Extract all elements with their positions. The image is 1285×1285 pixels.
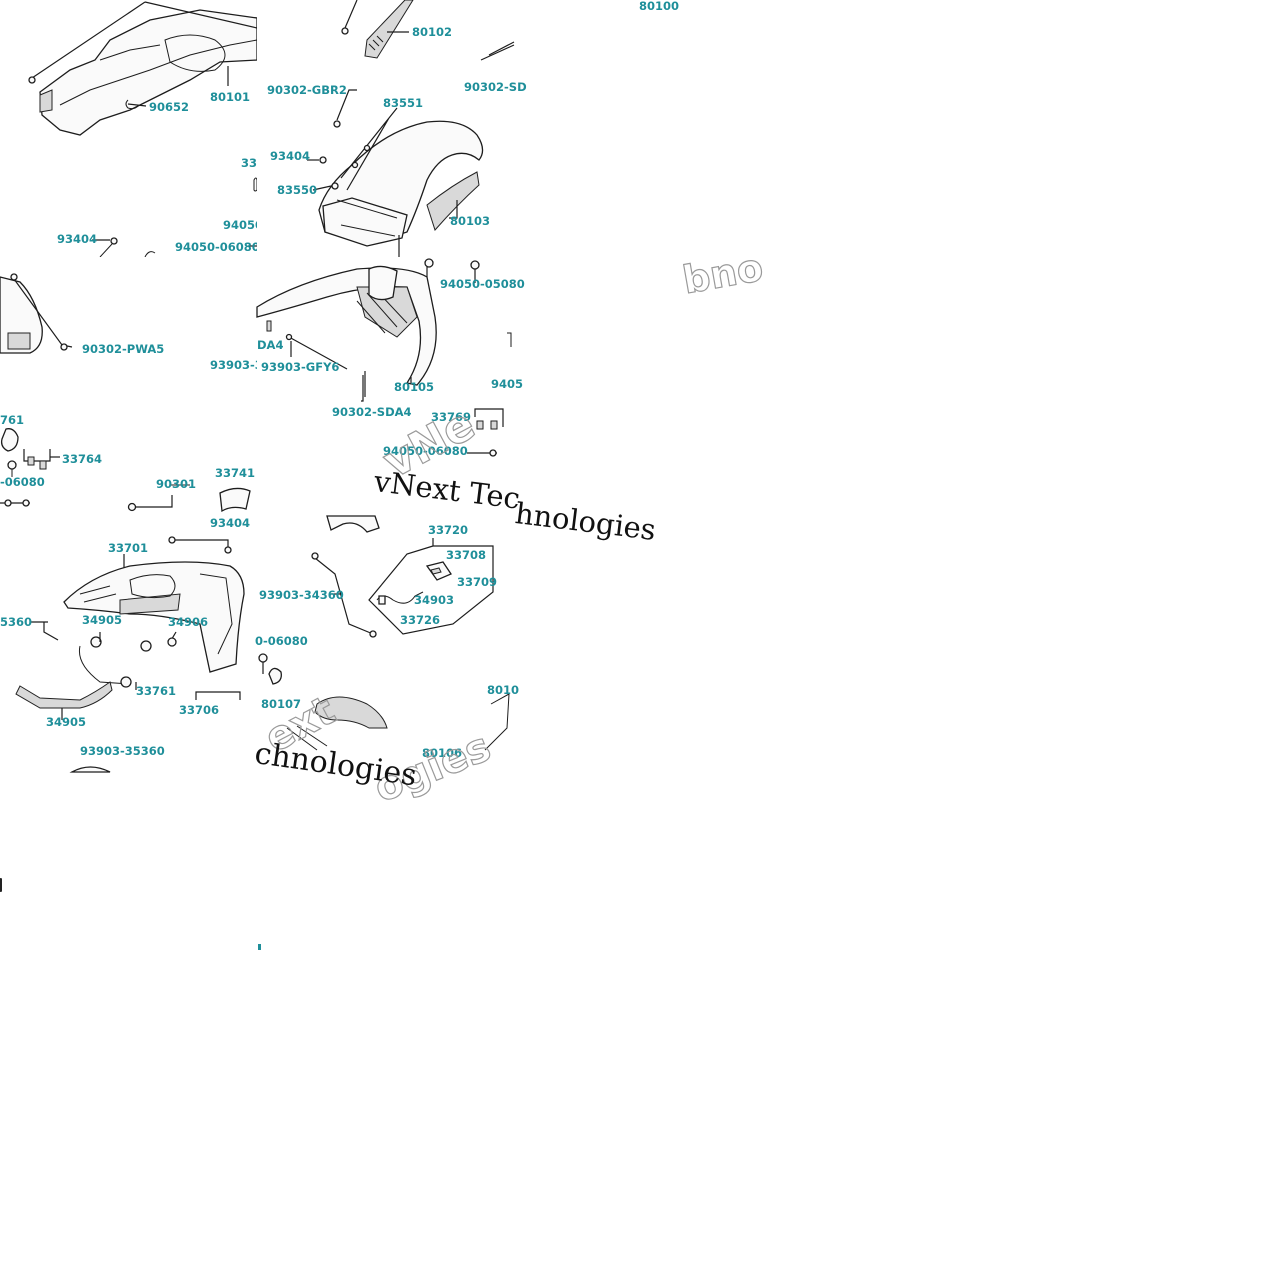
callout-label: 33701 [108,541,149,555]
callout-label: 83551 [383,96,424,110]
callout-label: 761 [0,413,25,427]
tile-top-middle: 80102 90302-GBR2 90302-SD 83551 93404 83… [257,0,527,257]
rear-body-cover-drawing [28,1,258,258]
callout-label: 5360 [0,615,33,629]
callout-label: 90302-SDA4 [332,405,412,419]
callout-label: 94050- [223,218,268,232]
callout-label: 9405 [491,377,524,391]
stray-mark [0,878,4,892]
callout-label: 33 [241,156,258,170]
callout-label: 34905 [82,613,123,627]
callout-label: 93903-GFY6 [261,360,340,374]
callout-label: 90302-PWA5 [82,342,165,356]
callout-label: 94050-06080 [175,240,260,254]
callout-label: 90302-GBR2 [267,83,347,97]
callout-label: 93404 [210,516,251,530]
tile-bottom-left: 33701 93404 5360 34905 34906 33761 34905… [0,514,257,773]
tile-center: 94050-05080 DA4 93903-GFY6 80105 9405 90… [256,257,525,514]
license-light-drawing [258,515,510,751]
callout-label: -06080 [0,475,45,489]
callout-label: 90302-SD [464,80,527,94]
callout-label: 33720 [428,523,469,537]
callout-label: 33764 [62,452,103,466]
callout-label: 93404 [270,149,311,163]
callout-label: DA4 [257,338,284,352]
callout-label: 80103 [450,214,491,228]
callout-label: 80102 [412,25,453,39]
callout-label: 80100 [639,0,680,13]
callout-label: 34905 [46,715,87,729]
callout-label: 33741 [215,466,256,480]
rear-fender-drawing [307,0,515,257]
callout-label: 94050-06080 [383,444,468,458]
callout-label: 0-06080 [255,634,308,648]
callout-label: 33708 [446,548,487,562]
tile-bottom-center: 33720 33708 33709 34903 33726 93903-3436… [253,514,519,812]
callout-label: 33706 [179,703,220,717]
callout-label: 93404 [57,232,98,246]
callout-label: 33769 [431,410,472,424]
callout-label: 80107 [261,697,302,711]
callout-label: 93903-34360 [259,588,344,602]
callout-label: 33761 [136,684,177,698]
callout-label: 80106 [422,746,463,760]
tile-top-left: 80101 90652 33 94050- 94050-06080 93404 [0,0,268,258]
callout-label: 33726 [400,613,441,627]
callout-label: 83550 [277,183,318,197]
stray-mark [258,944,261,950]
grab-rail-drawing [256,258,512,457]
callout-label: 80101 [210,90,251,104]
callout-label: 90652 [149,100,190,114]
tail-lamp-drawing [15,536,245,773]
callout-label: 80105 [394,380,435,394]
callout-label: 33709 [457,575,498,589]
callout-label: 90301 [156,477,197,491]
callout-label: 94050-05080 [440,277,525,291]
side-cover-drawing [0,273,251,513]
callout-label: 93903-35360 [80,744,165,758]
callout-label: 34903 [414,593,455,607]
callout-label: 34906 [168,615,209,629]
callout-label: 8010 [487,683,520,697]
tile-middle-left: 90302-PWA5 761 33764 -06080 90301 33741 … [0,257,263,514]
watermark-text: hnologies [513,496,658,548]
callout-label: 93903-3 [210,358,263,372]
watermark-ghost: bno [679,244,767,303]
tile-top-right: 80100 [514,0,679,14]
